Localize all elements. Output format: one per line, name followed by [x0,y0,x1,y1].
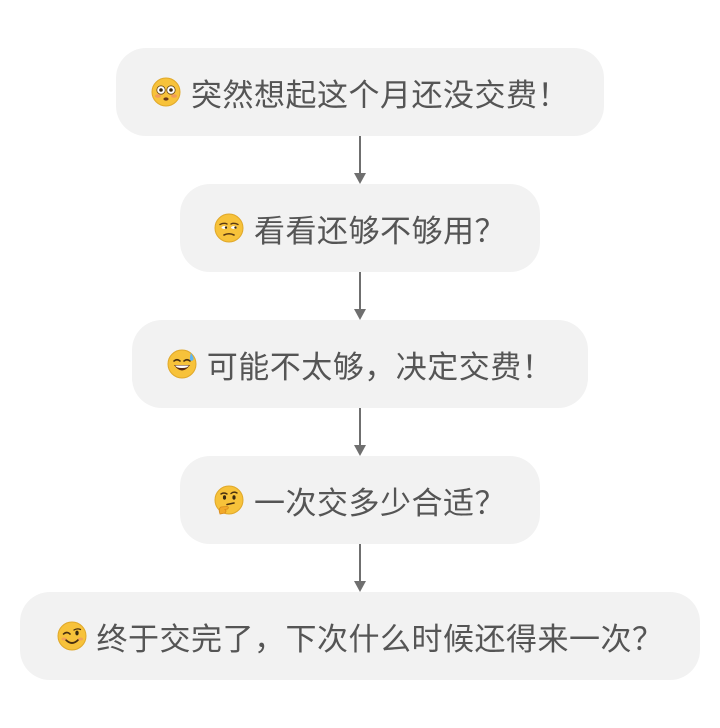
step-4-text: 一次交多少合适？ [254,485,506,522]
arrow-3-line [359,408,361,446]
arrow-1-line [359,136,361,174]
arrow-1-head [354,173,366,184]
arrow-2-line [359,272,361,310]
thinking-face-icon [214,485,244,515]
step-5-box: 终于交完了，下次什么时候还得来一次？ [20,592,700,680]
arrow-4-line [359,544,361,582]
unamused-face-icon [214,213,244,243]
step-4-box: 一次交多少合适？ [180,456,540,544]
step-3-box: 可能不太够，决定交费！ [132,320,588,408]
flushed-face-icon [151,77,181,107]
arrow-4-head [354,581,366,592]
grinning-sweat-face-icon [167,349,197,379]
arrow-2-head [354,309,366,320]
step-1-box: 突然想起这个月还没交费！ [116,48,604,136]
step-2-box: 看看还够不够用？ [180,184,540,272]
step-5-text: 终于交完了，下次什么时候还得来一次？ [96,621,664,658]
step-3-text: 可能不太够，决定交费！ [206,349,554,386]
step-1-text: 突然想起这个月还没交费！ [191,77,569,114]
step-2-text: 看看还够不够用？ [254,213,506,250]
winking-face-icon [57,621,86,651]
arrow-3-head [354,445,366,456]
